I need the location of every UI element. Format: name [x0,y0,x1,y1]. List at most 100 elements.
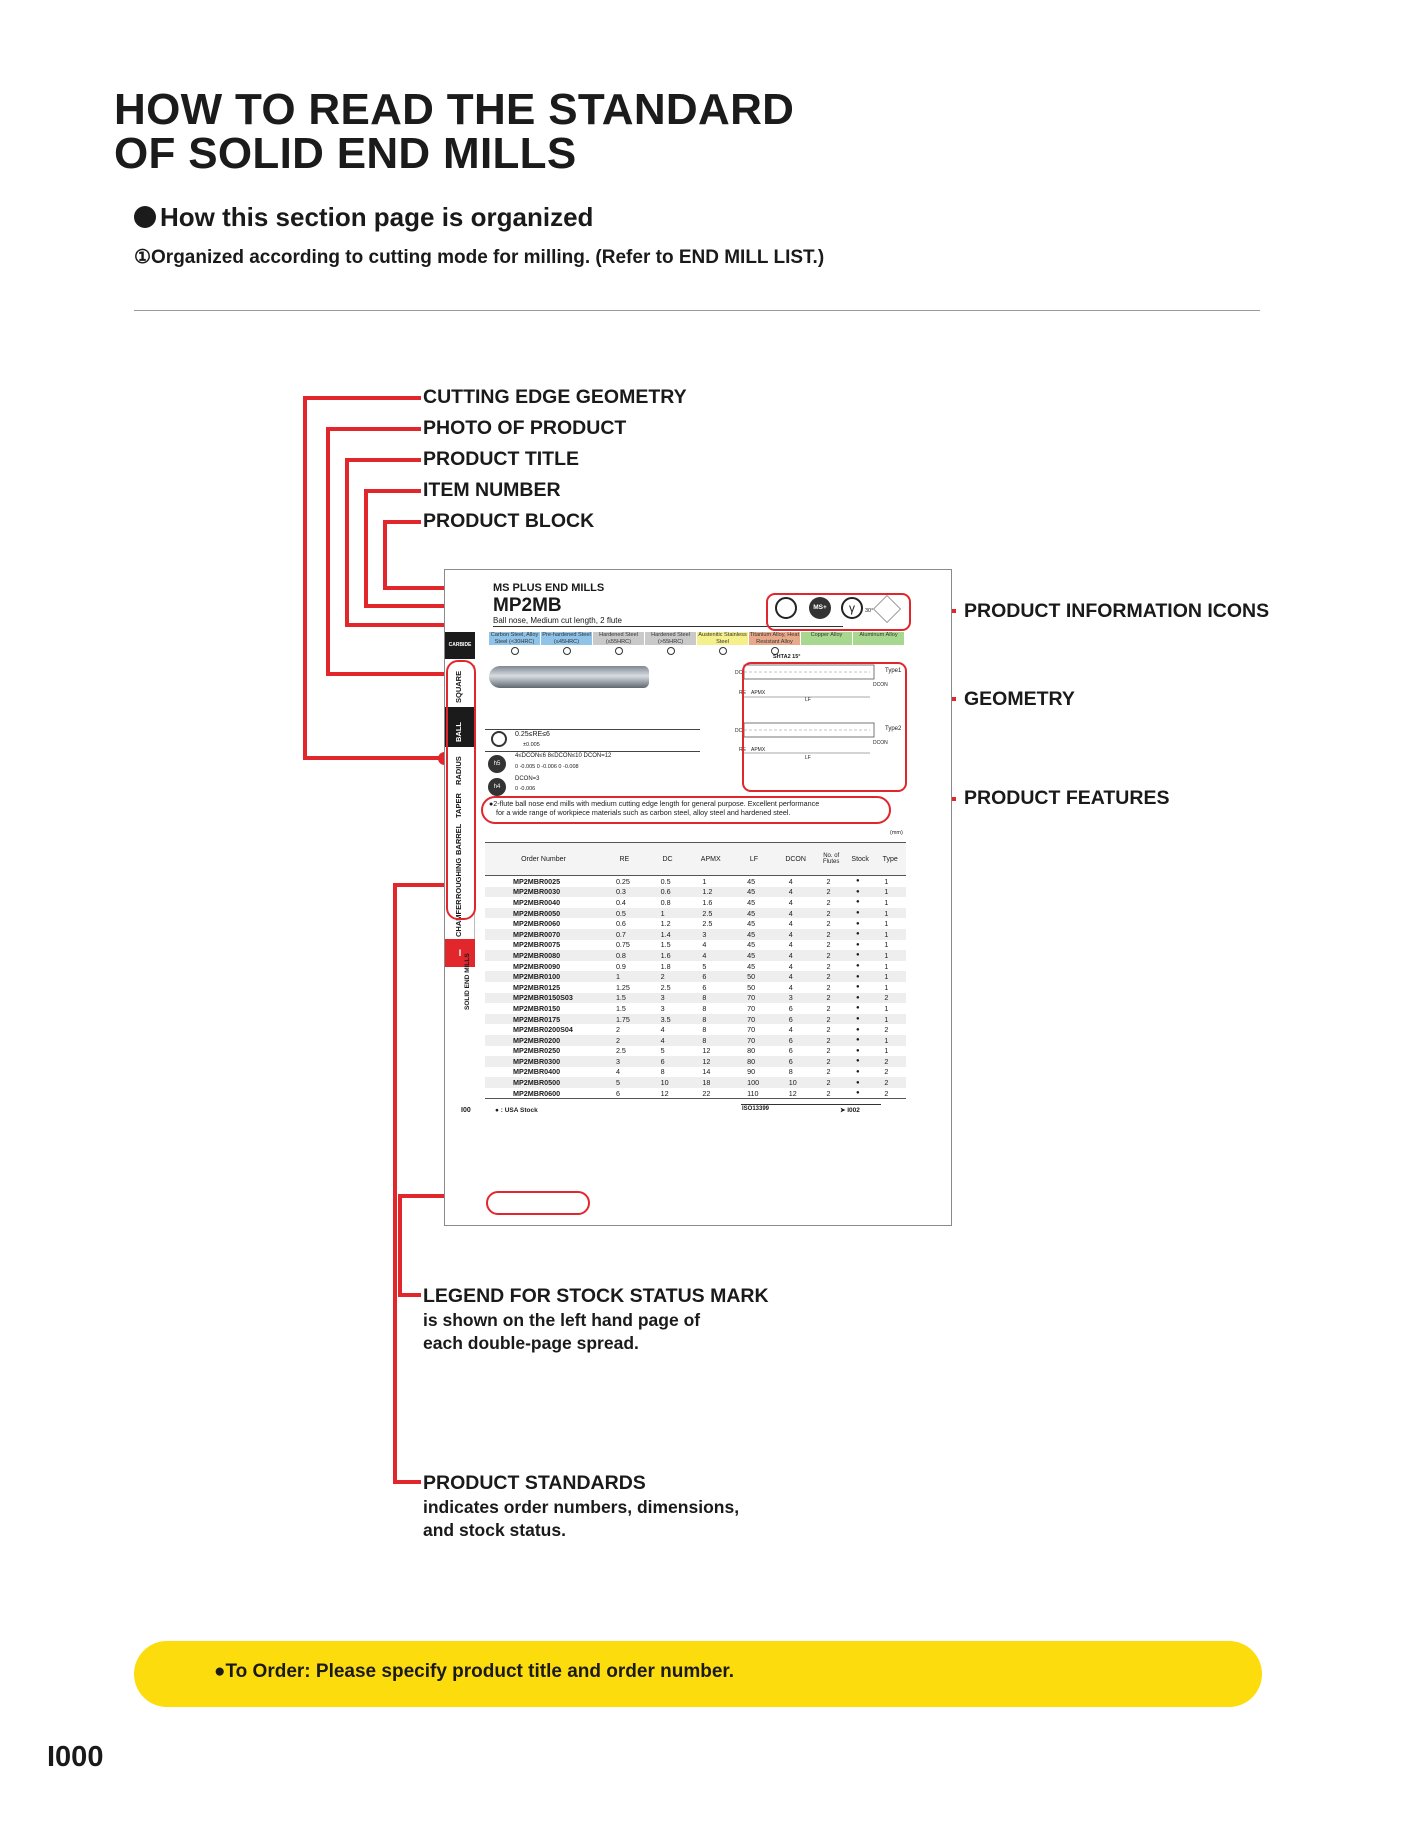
table-cell: 2 [884,1025,889,1035]
table-cell: 6 [774,1013,817,1025]
table-cell: 2 [615,1025,620,1035]
table-cell: 1 [646,907,689,919]
table-cell: 4 [774,886,817,898]
table-cell: 2 [816,950,846,961]
material-cell: Hardened Steel (>55HRC) [645,632,696,645]
table-cell: 2 [884,1067,889,1077]
table-header-cell: APMX [688,842,734,876]
table-cell: 6 [788,1046,793,1056]
table-cell: 1 [702,876,707,886]
table-cell: ● [855,1026,860,1033]
callout-standards-line1: indicates order numbers, dimensions, [423,1497,740,1517]
features-line1-text: 2-flute ball nose end mills with medium … [493,799,820,808]
material-cell: Hardened Steel (≤55HRC) [593,632,644,645]
highlight-side-tabs [446,660,476,920]
table-cell: 1.25 [615,982,630,992]
table-cell: 1.5 [615,1003,626,1013]
table-cell: 45 [747,919,756,929]
order-number-cell: MP2MBR0060 [513,919,561,929]
tol-dcon3-val: 0 -0.006 [515,786,536,792]
table-cell: 3 [774,992,817,1004]
order-number-cell: MP2MBR0175 [485,1013,602,1025]
table-cell: 2 [874,1056,906,1067]
order-number-cell: MP2MBR0030 [485,886,602,898]
table-cell: 8 [702,1003,707,1013]
page-title-line1: HOW TO READ THE STANDARD [114,85,795,134]
carbide-label: CARBIDE [445,632,475,659]
table-cell: 2.5 [660,982,671,992]
table-cell: 4 [702,940,707,950]
table-cell: 70 [733,992,775,1004]
order-number-cell: MP2MBR0080 [485,950,602,961]
table-cell: 1.2 [660,919,671,929]
table-cell: ● [855,1068,860,1075]
table-cell: 4 [788,876,793,886]
table-cell: 2 [874,1087,906,1100]
geometry-drawings [743,664,875,754]
helix-angle-icon: γ [841,597,863,619]
table-cell: 4 [660,1025,665,1035]
table-cell: 4 [788,897,793,907]
solid-end-mills-side-label: SOLID END MILLS [464,953,471,1010]
table-cell: 2.5 [688,907,734,919]
table-cell: 1 [884,961,889,971]
tol-vals: 0 -0.005 0 -0.006 0 -0.008 [515,764,579,770]
sample-footer-right: ➤ I002 [840,1107,860,1114]
sample-catalog-page: MS PLUS END MILLS MP2MB Ball nose, Mediu… [444,569,952,1226]
table-cell: 1 [884,1003,889,1013]
tab-chamfer[interactable]: CHAMFER [445,900,475,939]
order-number-cell: MP2MBR0200S04 [513,1025,573,1035]
suitability-circle-icon [563,647,571,655]
table-cell: ● [855,1005,860,1012]
table-cell: 4 [688,950,734,961]
table-cell: 45 [747,961,756,971]
table-cell: 8 [688,992,734,1004]
table-cell: 1 [874,907,906,919]
table-cell: 2 [826,961,831,971]
callout-geometry: GEOMETRY [964,688,1075,710]
table-cell: ● [855,984,860,991]
section-index-tab[interactable]: I [445,939,475,967]
order-number-cell: MP2MBR0300 [485,1056,602,1067]
order-number-cell: MP2MBR0040 [513,897,561,907]
geo-lf: LF [805,697,811,703]
table-cell: 1 [884,919,889,929]
table-cell: 2 [826,1025,831,1035]
table-cell: 2 [816,886,846,898]
material-cell: Copper Alloy [801,632,852,645]
material-cell: Aluminum Alloy [853,632,904,645]
sample-footer-rule [741,1104,881,1105]
table-cell: 3 [660,1003,665,1013]
table-cell: 45 [747,897,756,907]
table-cell: 6 [774,1056,817,1067]
table-cell: 2 [816,1077,846,1088]
sample-product-desc: Ball nose, Medium cut length, 2 flute [493,616,622,625]
table-cell: 110 [733,1087,775,1100]
table-cell: 2 [826,1046,831,1056]
table-cell: 2 [816,1087,846,1100]
features-line2: for a wide range of workpiece materials … [496,808,791,817]
table-cell: 1 [884,897,889,907]
order-number-cell: MP2MBR0250 [513,1046,561,1056]
table-cell: 1.6 [702,897,713,907]
section-heading: How this section page is organized [134,202,593,233]
table-cell: 0.9 [615,961,626,971]
highlight-legend [486,1191,590,1215]
table-cell: 1 [884,1046,889,1056]
geo-dc-2: DC [735,728,743,734]
table-cell: 50 [733,971,775,982]
suitability-circle-icon [719,647,727,655]
table-cell: 0.7 [601,928,647,940]
order-number-cell: MP2MBR0200 [485,1034,602,1046]
table-cell: 12 [702,1046,711,1056]
tol-ranges: 4≤DCON≤6 8≤DCON≤10 DCON=12 [515,753,612,759]
section-heading-text: How this section page is organized [160,202,594,232]
table-cell: 12 [646,1087,689,1100]
